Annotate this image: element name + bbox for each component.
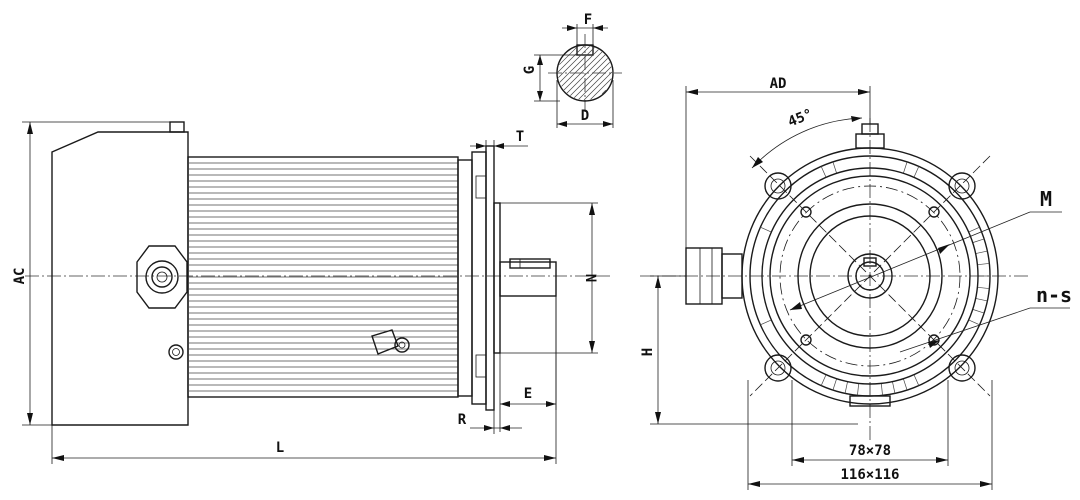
radial-fin xyxy=(760,226,772,233)
radial-fin xyxy=(820,374,827,386)
hatch-line xyxy=(559,47,595,83)
label-r: R xyxy=(458,412,467,428)
side-dimensions: AC L T N E R xyxy=(12,121,598,464)
shaft-end xyxy=(855,261,885,291)
label-ns: n-s xyxy=(1036,283,1072,307)
label-m: M xyxy=(1040,187,1052,211)
hatch-line xyxy=(590,78,612,100)
label-d: D xyxy=(581,108,589,124)
corner-boss-tl xyxy=(764,172,792,200)
radial-fin xyxy=(832,161,837,174)
corner-boss-tr xyxy=(948,172,976,200)
section-key xyxy=(576,44,594,56)
label-bolt-small: 78×78 xyxy=(849,443,891,459)
end-cap xyxy=(51,131,189,426)
bottom-lug xyxy=(849,395,891,407)
radial-fin xyxy=(977,286,990,289)
radial-fin xyxy=(903,161,908,174)
hatch-line xyxy=(561,49,599,87)
radial-fin xyxy=(880,383,883,396)
radial-fin xyxy=(975,250,988,254)
bolt-circle-m xyxy=(779,185,961,367)
flange-hole xyxy=(800,206,812,218)
radial-fin xyxy=(844,381,848,394)
hatch-line xyxy=(563,51,603,91)
angle-arc xyxy=(751,117,863,169)
spigot-circle xyxy=(797,203,943,349)
hatch-line xyxy=(573,61,611,99)
radial-fin xyxy=(832,378,837,391)
front-dimensions: AD 45° M n-s H 78×78 xyxy=(640,76,1072,490)
hatch-line xyxy=(578,66,612,100)
front-view xyxy=(640,118,1030,440)
shaft xyxy=(499,261,557,297)
label-angle: 45° xyxy=(786,106,815,130)
cooling-fins xyxy=(188,162,458,392)
corner-boss-bl xyxy=(764,354,792,382)
hatch-line xyxy=(566,54,606,94)
hatch-line xyxy=(559,47,577,65)
shaft-section: F G D xyxy=(522,12,622,128)
label-l: L xyxy=(276,440,284,456)
hatch-line xyxy=(558,46,590,78)
label-n: N xyxy=(582,274,598,282)
radial-fin xyxy=(968,319,980,326)
radial-fin xyxy=(857,383,860,396)
radial-fin xyxy=(968,226,980,233)
radial-fin xyxy=(977,263,990,266)
flange-bolt-top xyxy=(475,175,487,199)
ground-screw xyxy=(168,344,184,360)
front-bell xyxy=(457,159,473,397)
corner-boss-br xyxy=(948,354,976,382)
flange-hole xyxy=(800,334,812,346)
radial-fin xyxy=(913,166,920,178)
radial-fin xyxy=(972,238,985,243)
cable-gland xyxy=(136,245,188,309)
radial-fin xyxy=(903,378,908,391)
flange-hole xyxy=(928,206,940,218)
label-ac: AC xyxy=(12,268,28,285)
radial-fin xyxy=(892,381,896,394)
label-f: F xyxy=(584,12,592,28)
radial-fin xyxy=(972,309,985,314)
top-screw xyxy=(169,121,185,133)
radial-fins xyxy=(760,161,990,396)
side-view xyxy=(25,121,610,426)
bearing-ring xyxy=(847,253,893,299)
mounting-flange xyxy=(485,145,495,411)
flange-bolt-bottom xyxy=(475,354,487,378)
section-hatch xyxy=(557,45,613,101)
label-h: H xyxy=(640,348,656,356)
spigot xyxy=(493,202,501,354)
radial-fin xyxy=(760,319,772,326)
label-t: T xyxy=(516,129,524,145)
label-e: E xyxy=(524,386,532,402)
radial-fin xyxy=(913,374,920,386)
flange-hole xyxy=(928,334,940,346)
label-ad: AD xyxy=(770,76,787,92)
hatch-line xyxy=(583,71,613,101)
hatch-line xyxy=(557,45,585,73)
radial-fin xyxy=(820,166,827,178)
shaft-key xyxy=(509,258,551,269)
hatch-line xyxy=(601,89,607,95)
hatch-line xyxy=(570,58,608,96)
body-clamp xyxy=(371,329,410,355)
radial-fin xyxy=(975,298,988,302)
label-bolt-large: 116×116 xyxy=(840,467,899,483)
label-g: G xyxy=(522,66,538,74)
